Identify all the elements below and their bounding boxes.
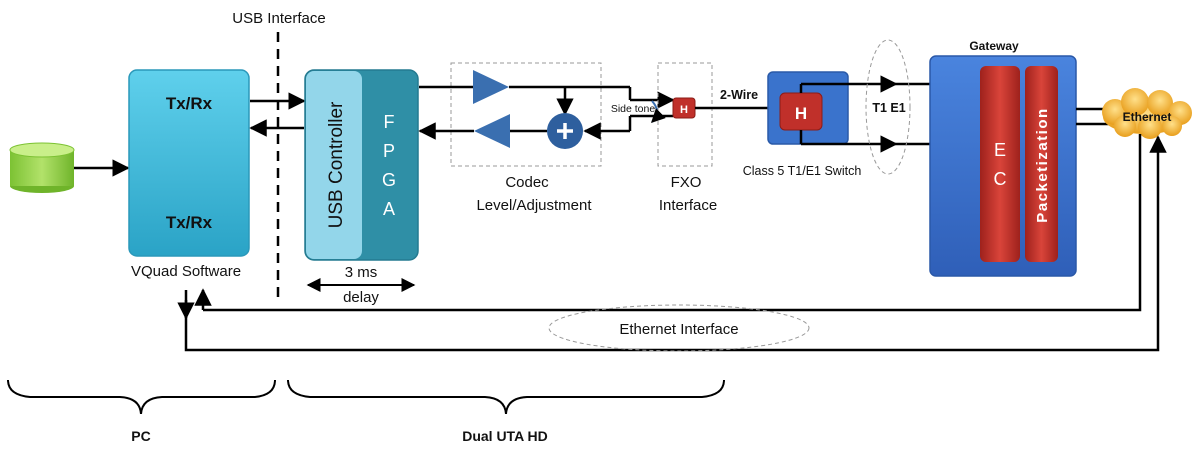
fpga-letter-g: G bbox=[382, 170, 396, 190]
pc-label: PC bbox=[131, 428, 150, 444]
usb-interface-label: USB Interface bbox=[232, 10, 325, 27]
hybrid-small-icon: H bbox=[672, 97, 696, 119]
ethernet-loop-outer bbox=[203, 134, 1142, 312]
packetization-block bbox=[1025, 66, 1058, 262]
class5-switch-label: Class 5 T1/E1 Switch bbox=[743, 164, 862, 178]
fxo-line2: Interface bbox=[659, 197, 717, 214]
amplifier-forward-icon bbox=[473, 70, 509, 104]
hybrid-switch-label: H bbox=[795, 104, 807, 123]
codec-line2: Level/Adjustment bbox=[476, 197, 592, 214]
usb-controller-label: USB Controller bbox=[326, 101, 347, 228]
fxo-line1: FXO bbox=[671, 174, 702, 191]
amplifier-reverse-icon bbox=[474, 114, 510, 148]
usb-fpga-box: USB Controller F P G A bbox=[304, 69, 419, 261]
delay-line1: 3 ms bbox=[345, 264, 378, 281]
t1e1-label: T1 E1 bbox=[872, 101, 905, 115]
ethernet-interface-label: Ethernet Interface bbox=[619, 321, 738, 338]
ethernet-cloud-label: Ethernet bbox=[1123, 110, 1172, 124]
ethernet-interface-ellipse bbox=[548, 304, 810, 352]
gateway-label: Gateway bbox=[969, 39, 1019, 53]
side-tone-curve-icon bbox=[651, 100, 666, 123]
vquad-software-label: VQuad Software bbox=[131, 263, 241, 280]
ec-letter-e: E bbox=[994, 140, 1006, 160]
database-icon bbox=[9, 142, 75, 193]
delay-line2: delay bbox=[343, 289, 379, 306]
pc-brace bbox=[7, 379, 276, 415]
uta-brace bbox=[287, 379, 725, 415]
gateway-box: E C Packetization bbox=[929, 55, 1077, 277]
vquad-box: Tx/Rx Tx/Rx bbox=[128, 69, 250, 257]
echo-canceller-block bbox=[980, 66, 1020, 262]
summing-junction-icon bbox=[547, 113, 583, 149]
codec-line1: Codec bbox=[505, 174, 549, 191]
ethernet-cloud-icon: Ethernet bbox=[1102, 88, 1192, 139]
txrx-top-label: Tx/Rx bbox=[166, 94, 213, 113]
packetization-label: Packetization bbox=[1034, 107, 1051, 222]
fpga-letter-p: P bbox=[383, 141, 395, 161]
txrx-bottom-label: Tx/Rx bbox=[166, 213, 213, 232]
fpga-letter-f: F bbox=[384, 112, 395, 132]
dual-uta-hd-label: Dual UTA HD bbox=[462, 428, 548, 444]
fpga-letter-a: A bbox=[383, 199, 395, 219]
hybrid-small-label: H bbox=[680, 104, 688, 116]
ec-letter-c: C bbox=[994, 169, 1007, 189]
side-tone-label: Side tone bbox=[611, 103, 656, 115]
t1e1-dashed-ellipse bbox=[865, 39, 911, 175]
ethernet-loop-inner bbox=[184, 135, 1167, 352]
two-wire-label: 2-Wire bbox=[720, 88, 758, 102]
